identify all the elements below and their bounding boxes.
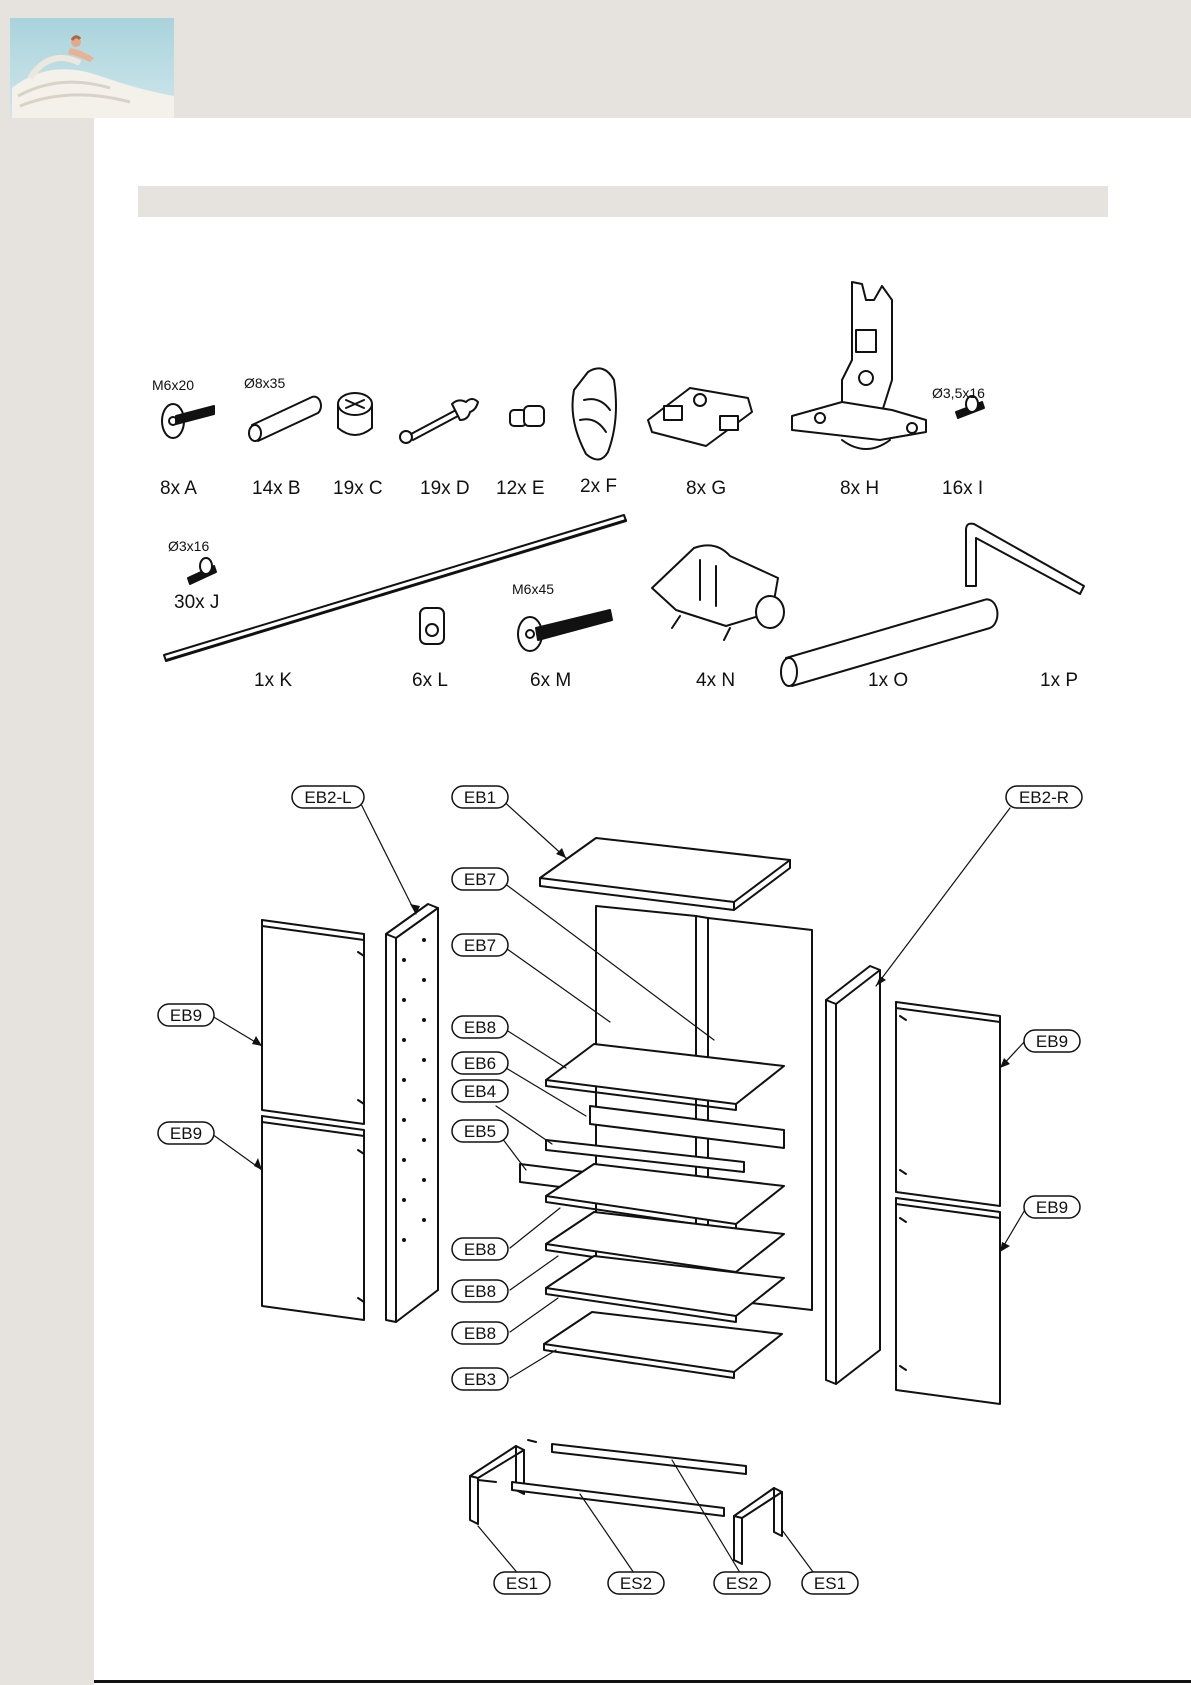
part-label-b: 14x B [252, 478, 301, 499]
callout-eb2-l: EB2-L [304, 788, 351, 807]
callout-eb8-b: EB8 [464, 1240, 496, 1259]
part-label-g: 8x G [686, 478, 726, 499]
panel-eb2-right [826, 966, 880, 1384]
part-label-n: 4x N [696, 670, 735, 691]
callout-es1-b: ES1 [814, 1574, 846, 1593]
door-eb9-upper-right [896, 1002, 1000, 1206]
part-label-j: 30x J [174, 592, 219, 613]
part-label-a: 8x A [160, 478, 197, 499]
handle-bracket-icon [573, 368, 617, 459]
callout-eb1: EB1 [464, 788, 496, 807]
part-spec-b: Ø8x35 [244, 375, 285, 391]
callout-es2-a: ES2 [620, 1574, 652, 1593]
part-label-h: 8x H [840, 478, 879, 499]
allen-key-icon [966, 524, 1084, 594]
callout-eb8-c: EB8 [464, 1282, 496, 1301]
part-label-f: 2x F [580, 476, 617, 497]
barrel-nut-icon [420, 608, 444, 644]
bolt-icon [162, 404, 214, 438]
callout-eb9-d: EB9 [1036, 1198, 1068, 1217]
cam-lock-icon [338, 393, 372, 435]
callout-eb9-b: EB9 [170, 1124, 202, 1143]
callout-eb7-a: EB7 [464, 870, 496, 889]
part-spec-j: Ø3x16 [168, 538, 209, 554]
dowel-icon [249, 397, 321, 441]
door-eb9-upper-left [262, 920, 364, 1124]
shelf-eb3 [544, 1312, 782, 1378]
hinge-icon [792, 282, 926, 449]
connector-pin-icon [510, 406, 544, 426]
base-es2-back [552, 1444, 746, 1474]
callout-es2-b: ES2 [726, 1574, 758, 1593]
part-spec-m: M6x45 [512, 581, 554, 597]
callout-es1-a: ES1 [506, 1574, 538, 1593]
rail-icon [164, 515, 626, 661]
base-es2-front [512, 1482, 724, 1516]
door-eb9-lower-left [262, 1116, 364, 1320]
part-label-k: 1x K [254, 670, 292, 691]
callout-eb9-a: EB9 [170, 1006, 202, 1025]
callout-eb3: EB3 [464, 1370, 496, 1389]
part-label-i: 16x I [942, 478, 983, 499]
part-label-m: 6x M [530, 670, 571, 691]
part-label-l: 6x L [412, 670, 448, 691]
panel-eb1 [540, 838, 790, 910]
door-eb9-lower-right [896, 1198, 1000, 1404]
part-label-p: 1x P [1040, 670, 1078, 691]
callout-eb9-c: EB9 [1036, 1032, 1068, 1051]
hinge-plate-icon [648, 388, 752, 446]
part-label-c: 19x C [333, 478, 383, 499]
callout-eb4: EB4 [464, 1082, 496, 1101]
cam-bolt-icon [400, 399, 478, 443]
part-label-e: 12x E [496, 478, 545, 499]
callout-eb7-b: EB7 [464, 936, 496, 955]
screw-icon [188, 558, 216, 584]
callout-eb8-d: EB8 [464, 1324, 496, 1343]
callout-eb8-a: EB8 [464, 1018, 496, 1037]
base-es1-left [470, 1440, 536, 1524]
bolt-icon [518, 610, 612, 651]
rod-support-icon [652, 545, 784, 640]
part-label-d: 19x D [420, 478, 470, 499]
panel-eb2-left [386, 904, 438, 1322]
part-spec-i: Ø3,5x16 [932, 385, 985, 401]
callout-eb2-r: EB2-R [1019, 788, 1069, 807]
base-es1-right [734, 1488, 782, 1564]
callout-eb5: EB5 [464, 1122, 496, 1141]
callout-eb6: EB6 [464, 1054, 496, 1073]
part-label-o: 1x O [868, 670, 908, 691]
part-spec-a: M6x20 [152, 377, 194, 393]
